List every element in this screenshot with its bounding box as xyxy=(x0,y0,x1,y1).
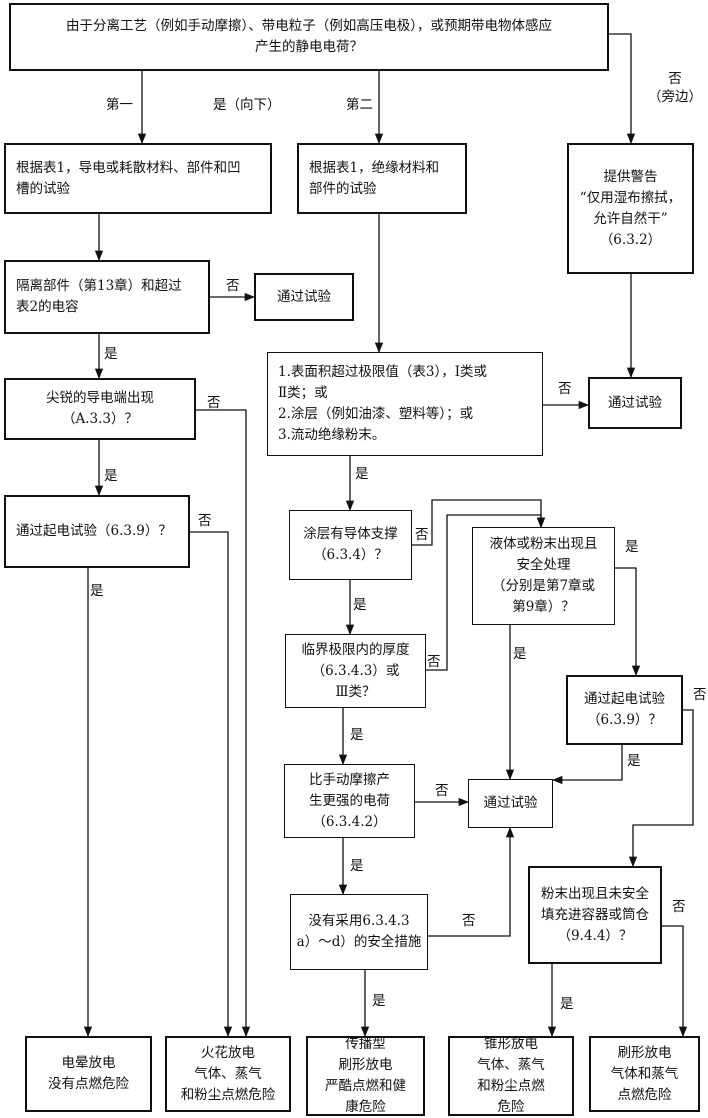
pass-test-box-3: 通过试验 xyxy=(468,779,553,828)
label-no-critical: 否 xyxy=(427,654,441,670)
label-first: 第一 xyxy=(106,97,133,113)
surface-area-box: 1.表面积超过极限值（表3），Ⅰ类或 Ⅱ类；或 2.涂层（例如油漆、塑料等）；或… xyxy=(267,352,543,456)
arrow-start-to-warning xyxy=(608,33,636,145)
corona-discharge-box: 电晕放电 没有点燃危险 xyxy=(25,1036,152,1112)
label-yes-isolated: 是 xyxy=(104,346,118,362)
stronger-charge-box: 比手动摩擦产 生更强的电荷 （6.3.4.2） xyxy=(284,764,415,838)
label-yes-charging2: 是 xyxy=(627,753,641,769)
arrow-coating-no-to-liquid xyxy=(412,499,546,546)
coating-support-box: 涂层有导体支撑 （6.3.4）？ xyxy=(289,510,412,580)
label-no-charging2: 否 xyxy=(693,687,707,703)
label-yes-surface: 是 xyxy=(355,466,369,482)
label-no-sharp: 否 xyxy=(207,395,221,411)
conductive-test-box: 根据表1，导电或耗散材料、部件和凹 槽的试验 xyxy=(4,143,272,214)
label-no-coating: 否 xyxy=(415,527,429,543)
no-safety-measures-box: 没有采用6.3.4.3 a）～d）的安全措施 xyxy=(290,894,428,970)
arrow-charging2-no-to-brush xyxy=(628,709,694,868)
warning-box: 提供警告 “仅用湿布擦拭， 允许自然干” （6.3.2） xyxy=(567,143,694,274)
start-question-box: 由于分离工艺（例如手动摩擦）、带电粒子（例如高压电极），或预期带电物体感应 产生… xyxy=(9,3,609,71)
label-no-nomeasures: 否 xyxy=(462,913,476,929)
arrow-powder-no-to-brush xyxy=(662,925,688,1038)
arrow-nomeasures-no-to-pass3 xyxy=(428,826,515,937)
label-yes-liquid-down: 是 xyxy=(513,646,527,662)
arrow-liquid-yes-to-charging2 xyxy=(615,567,641,677)
arrow-charging2-yes-to-pass3 xyxy=(551,745,623,785)
label-yes-liquid: 是 xyxy=(625,539,639,555)
critical-thickness-box: 临界极限内的厚度 （6.3.4.3）或 Ⅲ类？ xyxy=(285,634,426,708)
label-yes-stronger: 是 xyxy=(350,858,364,874)
pass-test-box-2: 通过试验 xyxy=(588,377,682,429)
arrow-charging1-no-to-spark xyxy=(190,531,233,1038)
charging-test-box-2: 通过起电试验 （6.3.9）？ xyxy=(566,675,683,745)
label-yes-nomeasures: 是 xyxy=(372,993,386,1009)
sharp-terminals-box: 尖锐的导电端出现 （A.3.3）？ xyxy=(4,378,196,440)
pass-test-box-1: 通过试验 xyxy=(254,273,354,321)
label-no-charging1: 否 xyxy=(198,513,212,529)
arrow-critical-no-to-liquid xyxy=(426,514,546,671)
propagating-brush-discharge-box: 传播型 刷形放电 严酷点燃和健 康危险 xyxy=(306,1036,425,1116)
label-yes-powder: 是 xyxy=(560,996,574,1012)
brush-discharge-box: 刷形放电 气体和蒸气 点燃危险 xyxy=(589,1036,700,1112)
label-yes-charging1: 是 xyxy=(90,583,104,599)
label-yes-down: 是（向下） xyxy=(213,97,281,113)
label-yes-coating: 是 xyxy=(353,597,367,613)
label-no-isolated: 否 xyxy=(226,278,240,294)
arrow-sharp-no-to-spark xyxy=(196,409,251,1038)
liquid-powder-box: 液体或粉末出现且 安全处理 （分别是第7章或 第9章）？ xyxy=(472,527,615,625)
cone-discharge-box: 锥形放电 气体、蒸气 和粉尘点燃 危险 xyxy=(448,1036,574,1116)
label-yes-critical: 是 xyxy=(350,727,364,743)
label-no-side: 否 （旁边） xyxy=(648,71,702,105)
label-second: 第二 xyxy=(346,97,373,113)
label-no-surface: 否 xyxy=(558,381,572,397)
charging-test-box-1: 通过起电试验（6.3.9）？ xyxy=(4,495,190,568)
label-yes-sharp: 是 xyxy=(104,468,118,484)
label-no-stronger: 否 xyxy=(435,783,449,799)
powder-unsafe-box: 粉末出现且未安全 填充进容器或筒仓 （9.4.4）？ xyxy=(528,866,662,964)
label-no-powder: 否 xyxy=(672,899,686,915)
spark-discharge-box: 火花放电 气体、蒸气 和粉尘点燃危险 xyxy=(165,1036,291,1112)
insulating-test-box: 根据表1，绝缘材料和 部件的试验 xyxy=(297,143,467,214)
isolated-parts-box: 隔离部件（第13章）和超过 表2的电容 xyxy=(4,260,210,334)
